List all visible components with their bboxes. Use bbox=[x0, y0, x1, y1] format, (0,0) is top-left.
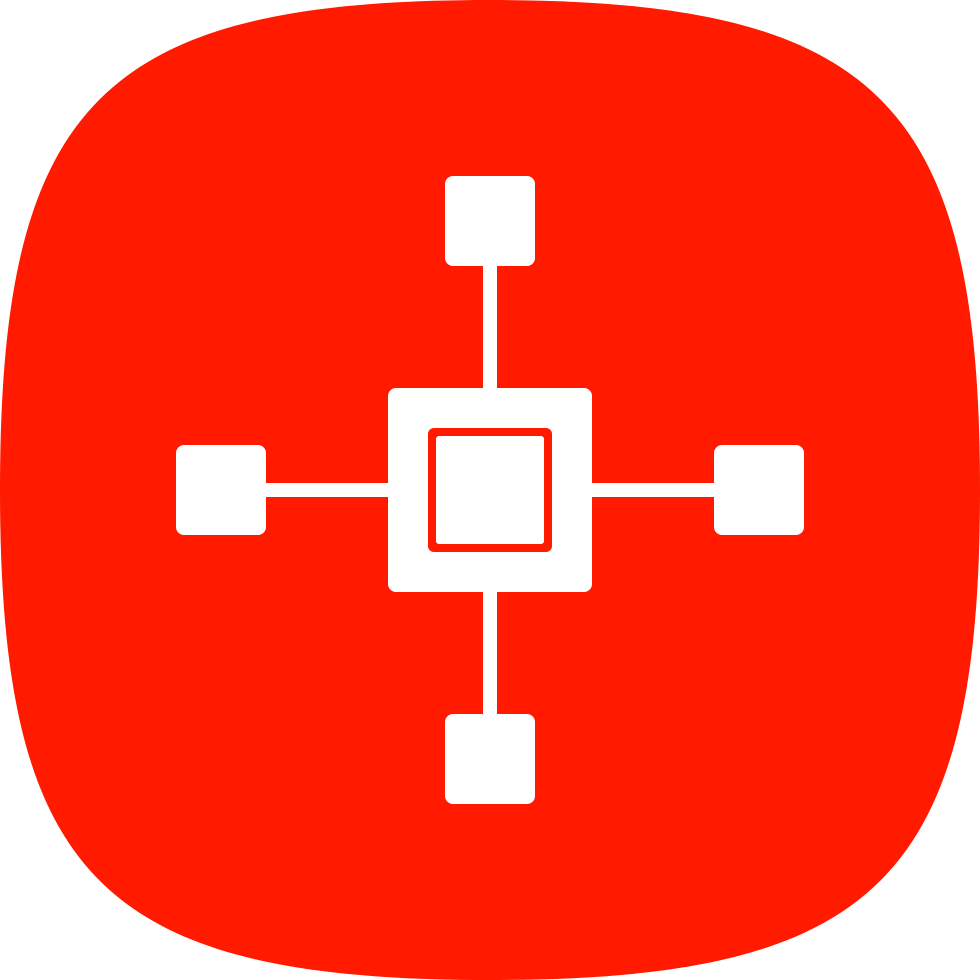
node-bottom bbox=[445, 714, 535, 804]
node-top bbox=[445, 176, 535, 266]
connector-left bbox=[262, 483, 392, 497]
hub-inner-core bbox=[436, 436, 544, 544]
node-left bbox=[176, 445, 266, 535]
node-right bbox=[714, 445, 804, 535]
connector-right bbox=[588, 483, 718, 497]
connector-bottom bbox=[483, 588, 497, 718]
connector-top bbox=[483, 262, 497, 392]
